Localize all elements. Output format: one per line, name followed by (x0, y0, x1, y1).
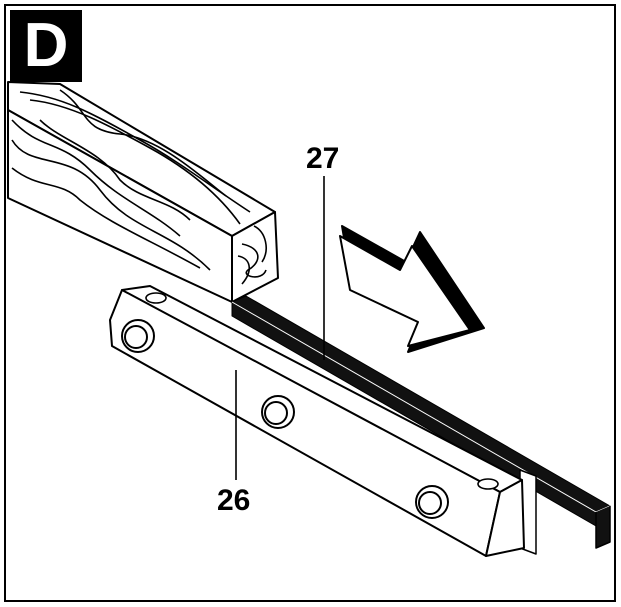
screws (121, 319, 449, 519)
screw-1 (121, 319, 155, 353)
direction-arrow (339, 225, 485, 353)
blade-strip (231, 295, 611, 555)
blade-holder (109, 285, 525, 557)
wood-block (7, 81, 279, 303)
screw-2 (261, 395, 295, 429)
callout-26-label: 26 (217, 484, 251, 517)
wood-grain (11, 89, 267, 285)
panel-letter-badge: D (10, 10, 82, 82)
screw-3 (415, 485, 449, 519)
holder-holes (145, 292, 499, 490)
leader-lines (235, 176, 325, 480)
callout-27-label: 27 (306, 142, 340, 175)
